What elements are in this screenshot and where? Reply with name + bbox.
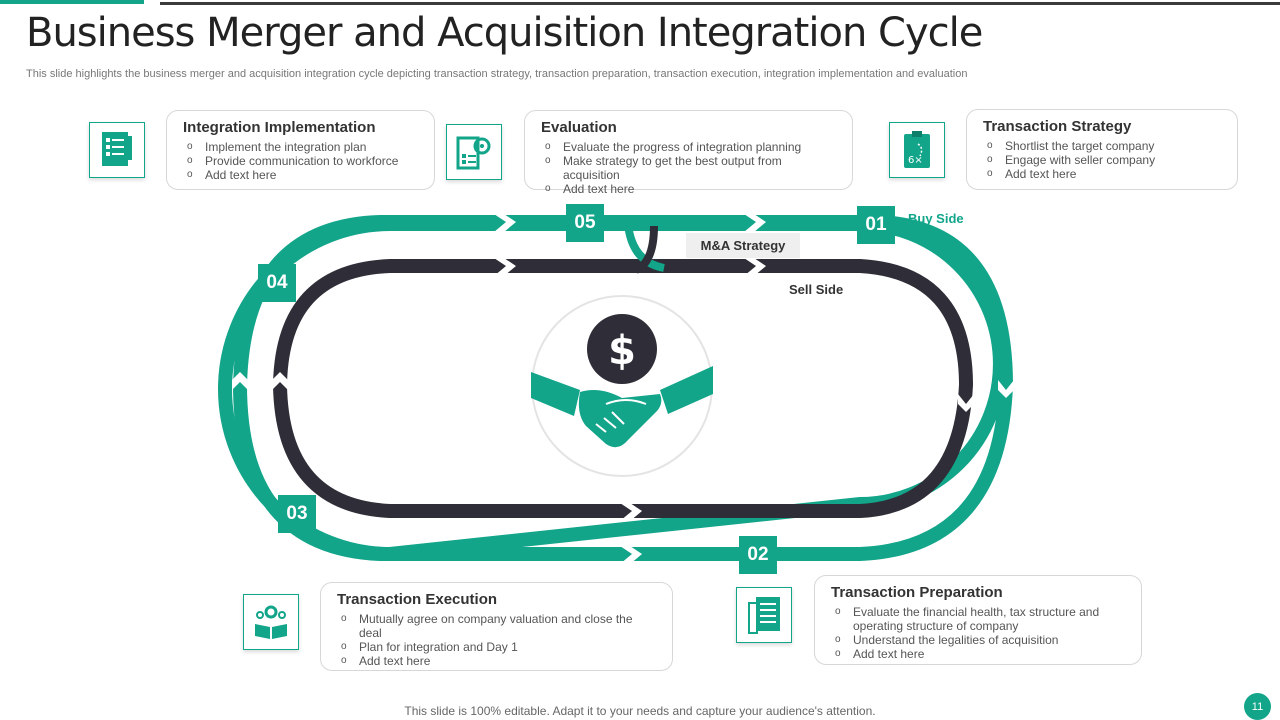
- card-evaluation: Evaluation Evaluate the progress of inte…: [524, 110, 853, 196]
- track-crossover-dark: [634, 225, 658, 274]
- card-title: Integration Implementation: [183, 119, 376, 136]
- card-title: Transaction Strategy: [983, 118, 1132, 135]
- step-badge-03: 03: [278, 495, 316, 533]
- list-item: Engage with seller company: [983, 153, 1223, 167]
- card-transaction-execution: Transaction Execution Mutually agree on …: [320, 582, 673, 671]
- list-item: Add text here: [831, 647, 1127, 661]
- list-item: Add text here: [983, 167, 1223, 181]
- list-item: Evaluate the financial health, tax struc…: [831, 605, 1127, 633]
- top-rule: [160, 2, 1280, 5]
- card-list: Evaluate the progress of integration pla…: [541, 140, 838, 196]
- card-list: Mutually agree on company valuation and …: [337, 612, 658, 668]
- list-item: Plan for integration and Day 1: [337, 640, 658, 654]
- list-item: Implement the integration plan: [183, 140, 420, 154]
- list-item: Add text here: [337, 654, 658, 668]
- list-item: Understand the legalities of acquisition: [831, 633, 1127, 647]
- step-badge-01: 01: [857, 206, 895, 244]
- page-subtitle: This slide highlights the business merge…: [26, 68, 968, 80]
- step-badge-02: 02: [739, 536, 777, 574]
- buy-side-label: Buy Side: [908, 211, 964, 226]
- page-number-badge: 11: [1244, 693, 1271, 720]
- card-title: Transaction Preparation: [831, 584, 1003, 601]
- track-chevrons: [232, 214, 1014, 564]
- document-list-icon: [736, 587, 792, 643]
- buy-side-track-outer: [232, 215, 1014, 561]
- step-badge-04: 04: [258, 264, 296, 302]
- dollar-symbol: $: [608, 328, 636, 374]
- svg-text:6×: 6×: [908, 155, 923, 166]
- card-list: Implement the integration plan Provide c…: [183, 140, 420, 182]
- card-title: Evaluation: [541, 119, 617, 136]
- card-transaction-preparation: Transaction Preparation Evaluate the fin…: [814, 575, 1142, 665]
- step-badge-05: 05: [566, 204, 604, 242]
- sell-side-label: Sell Side: [789, 282, 844, 297]
- ma-strategy-label: M&A Strategy: [686, 233, 800, 258]
- card-integration-implementation: Integration Implementation Implement the…: [166, 110, 435, 190]
- page-title: Business Merger and Acquisition Integrat…: [26, 10, 983, 56]
- card-list: Shortlist the target company Engage with…: [983, 139, 1223, 181]
- card-list: Evaluate the financial health, tax struc…: [831, 605, 1127, 661]
- list-item: Add text here: [541, 182, 838, 196]
- checklist-icon: [89, 122, 145, 178]
- top-accent-bar: [0, 0, 144, 4]
- list-item: Add text here: [183, 168, 420, 182]
- list-item: Shortlist the target company: [983, 139, 1223, 153]
- track-crossover: [624, 223, 665, 272]
- list-item: Evaluate the progress of integration pla…: [541, 140, 838, 154]
- handshake-icon: [531, 366, 713, 448]
- card-transaction-strategy: Transaction Strategy Shortlist the targe…: [966, 109, 1238, 190]
- list-item: Provide communication to workforce: [183, 154, 420, 168]
- strategy-clipboard-icon: 6×: [889, 122, 945, 178]
- list-item: Make strategy to get the best output fro…: [541, 154, 838, 182]
- dollar-coin: [587, 314, 657, 384]
- book-gears-icon: [243, 594, 299, 650]
- footer-note: This slide is 100% editable. Adapt it to…: [404, 704, 876, 718]
- list-item: Mutually agree on company valuation and …: [337, 612, 658, 640]
- evaluation-gear-icon: [446, 124, 502, 180]
- card-title: Transaction Execution: [337, 591, 498, 608]
- sell-side-track: [272, 259, 974, 518]
